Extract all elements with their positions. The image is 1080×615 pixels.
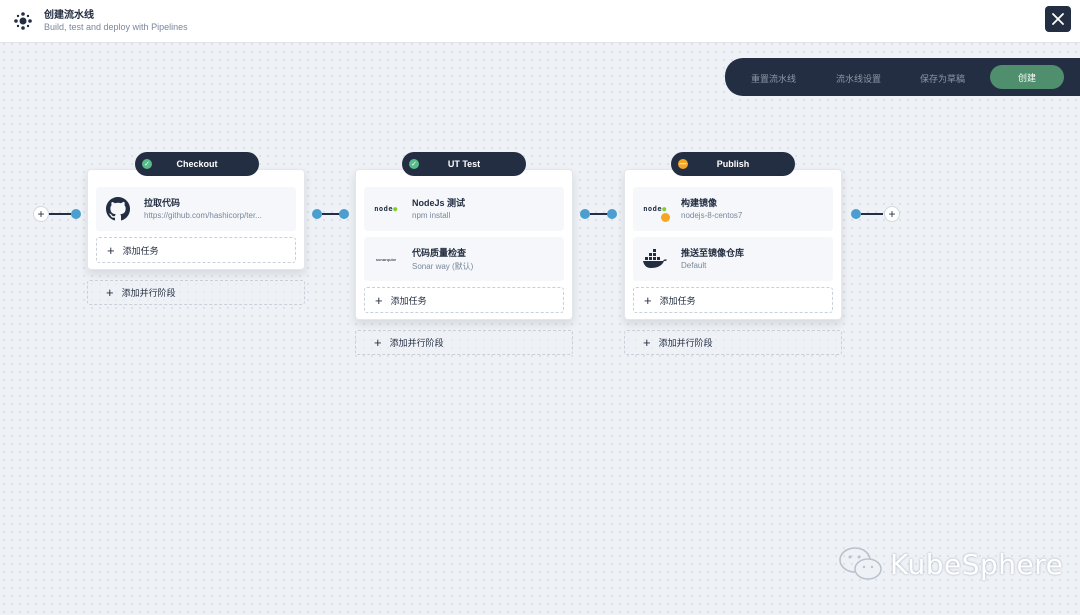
check-icon: ✓ xyxy=(409,159,419,169)
stage-name: Publish xyxy=(716,159,750,169)
connector-dot xyxy=(580,209,590,219)
connector-dot xyxy=(607,209,617,219)
stage-card-publish[interactable]: node● 构建镜像 nodejs-8-centos7 推送至镜像仓库 Defa… xyxy=(624,169,842,320)
stage-tag-checkout[interactable]: ✓ Checkout xyxy=(135,152,259,176)
add-parallel-stage-button[interactable]: + 添加并行阶段 xyxy=(87,280,305,305)
connector-dot xyxy=(312,209,322,219)
page-subtitle: Build, test and deploy with Pipelines xyxy=(44,22,188,32)
watermark-text: KubeSphere xyxy=(890,547,1064,581)
stage-card-ut-test[interactable]: node● NodeJs 测试 npm install sonarqube 代码… xyxy=(355,169,573,320)
task-item[interactable]: 拉取代码 https://github.com/hashicorp/ter... xyxy=(96,187,296,231)
add-parallel-label: 添加并行阶段 xyxy=(389,338,444,348)
page-title: 创建流水线 xyxy=(44,10,94,21)
connector-line xyxy=(590,213,608,215)
connector-dot xyxy=(851,209,861,219)
nodejs-icon: node● xyxy=(641,197,670,222)
create-button[interactable]: 创建 xyxy=(990,65,1064,89)
pipeline-settings-button[interactable]: 流水线设置 xyxy=(836,74,882,84)
add-task-button[interactable]: + 添加任务 xyxy=(96,237,296,263)
task-item[interactable]: 推送至镜像仓库 Default xyxy=(633,237,833,281)
nodejs-icon: node● xyxy=(374,205,398,213)
stage-card-checkout[interactable]: 拉取代码 https://github.com/hashicorp/ter...… xyxy=(87,169,305,270)
close-icon xyxy=(1052,13,1064,25)
close-button[interactable] xyxy=(1045,6,1071,32)
stage-name: UT Test xyxy=(447,159,481,169)
add-parallel-stage-button[interactable]: + 添加并行阶段 xyxy=(355,330,573,355)
add-task-label: 添加任务 xyxy=(122,245,159,256)
connector-line xyxy=(861,213,883,215)
add-parallel-label: 添加并行阶段 xyxy=(121,288,176,298)
add-task-label: 添加任务 xyxy=(659,295,696,306)
connector-dot xyxy=(339,209,349,219)
connector-dot xyxy=(71,209,81,219)
reset-pipeline-button[interactable]: 重置流水线 xyxy=(751,74,797,84)
add-task-button[interactable]: + 添加任务 xyxy=(633,287,833,313)
warning-icon xyxy=(661,213,670,222)
plus-icon: + xyxy=(107,242,115,258)
add-task-button[interactable]: + 添加任务 xyxy=(364,287,564,313)
connector-line xyxy=(322,213,340,215)
github-icon xyxy=(104,197,132,221)
stage-tag-ut-test[interactable]: ✓ UT Test xyxy=(402,152,526,176)
task-desc: Sonar way (默认) xyxy=(412,262,474,271)
task-desc: npm install xyxy=(412,211,451,220)
add-task-label: 添加任务 xyxy=(390,295,427,306)
plus-icon: + xyxy=(374,335,382,350)
header: 创建流水线 Build, test and deploy with Pipeli… xyxy=(0,0,1080,43)
task-desc: https://github.com/hashicorp/ter... xyxy=(144,211,262,220)
docker-icon xyxy=(641,247,669,271)
add-stage-after-button[interactable]: + xyxy=(884,206,900,222)
plus-icon: + xyxy=(37,207,45,221)
wechat-icon xyxy=(839,547,882,580)
plus-icon: + xyxy=(643,335,651,350)
stage-name: Checkout xyxy=(176,159,218,169)
add-parallel-label: 添加并行阶段 xyxy=(658,338,713,348)
task-item[interactable]: sonarqube 代码质量检查 Sonar way (默认) xyxy=(364,237,564,281)
task-name: 拉取代码 xyxy=(144,198,181,208)
save-draft-button[interactable]: 保存为草稿 xyxy=(920,74,966,84)
warning-icon: — xyxy=(678,159,688,169)
sonarqube-icon: sonarqube xyxy=(375,256,397,262)
connector-line xyxy=(49,213,71,215)
add-parallel-stage-button[interactable]: + 添加并行阶段 xyxy=(624,330,842,355)
watermark: KubeSphere xyxy=(838,545,1063,583)
task-name: 推送至镜像仓库 xyxy=(681,248,745,258)
plus-icon: + xyxy=(888,207,896,221)
check-icon: ✓ xyxy=(142,159,152,169)
task-name: 代码质量检查 xyxy=(412,248,467,258)
task-item[interactable]: node● 构建镜像 nodejs-8-centos7 xyxy=(633,187,833,231)
task-desc: Default xyxy=(681,261,707,270)
task-name: NodeJs 测试 xyxy=(412,198,466,208)
plus-icon: + xyxy=(106,285,114,300)
task-name: 构建镜像 xyxy=(681,198,718,208)
task-item[interactable]: node● NodeJs 测试 npm install xyxy=(364,187,564,231)
task-desc: nodejs-8-centos7 xyxy=(681,211,743,220)
stage-tag-publish[interactable]: — Publish xyxy=(671,152,795,176)
add-stage-before-button[interactable]: + xyxy=(33,206,49,222)
plus-icon: + xyxy=(644,292,652,308)
pipeline-icon xyxy=(12,10,34,32)
pipeline-toolbar: 重置流水线 流水线设置 保存为草稿 创建 xyxy=(725,58,1080,96)
plus-icon: + xyxy=(375,292,383,308)
